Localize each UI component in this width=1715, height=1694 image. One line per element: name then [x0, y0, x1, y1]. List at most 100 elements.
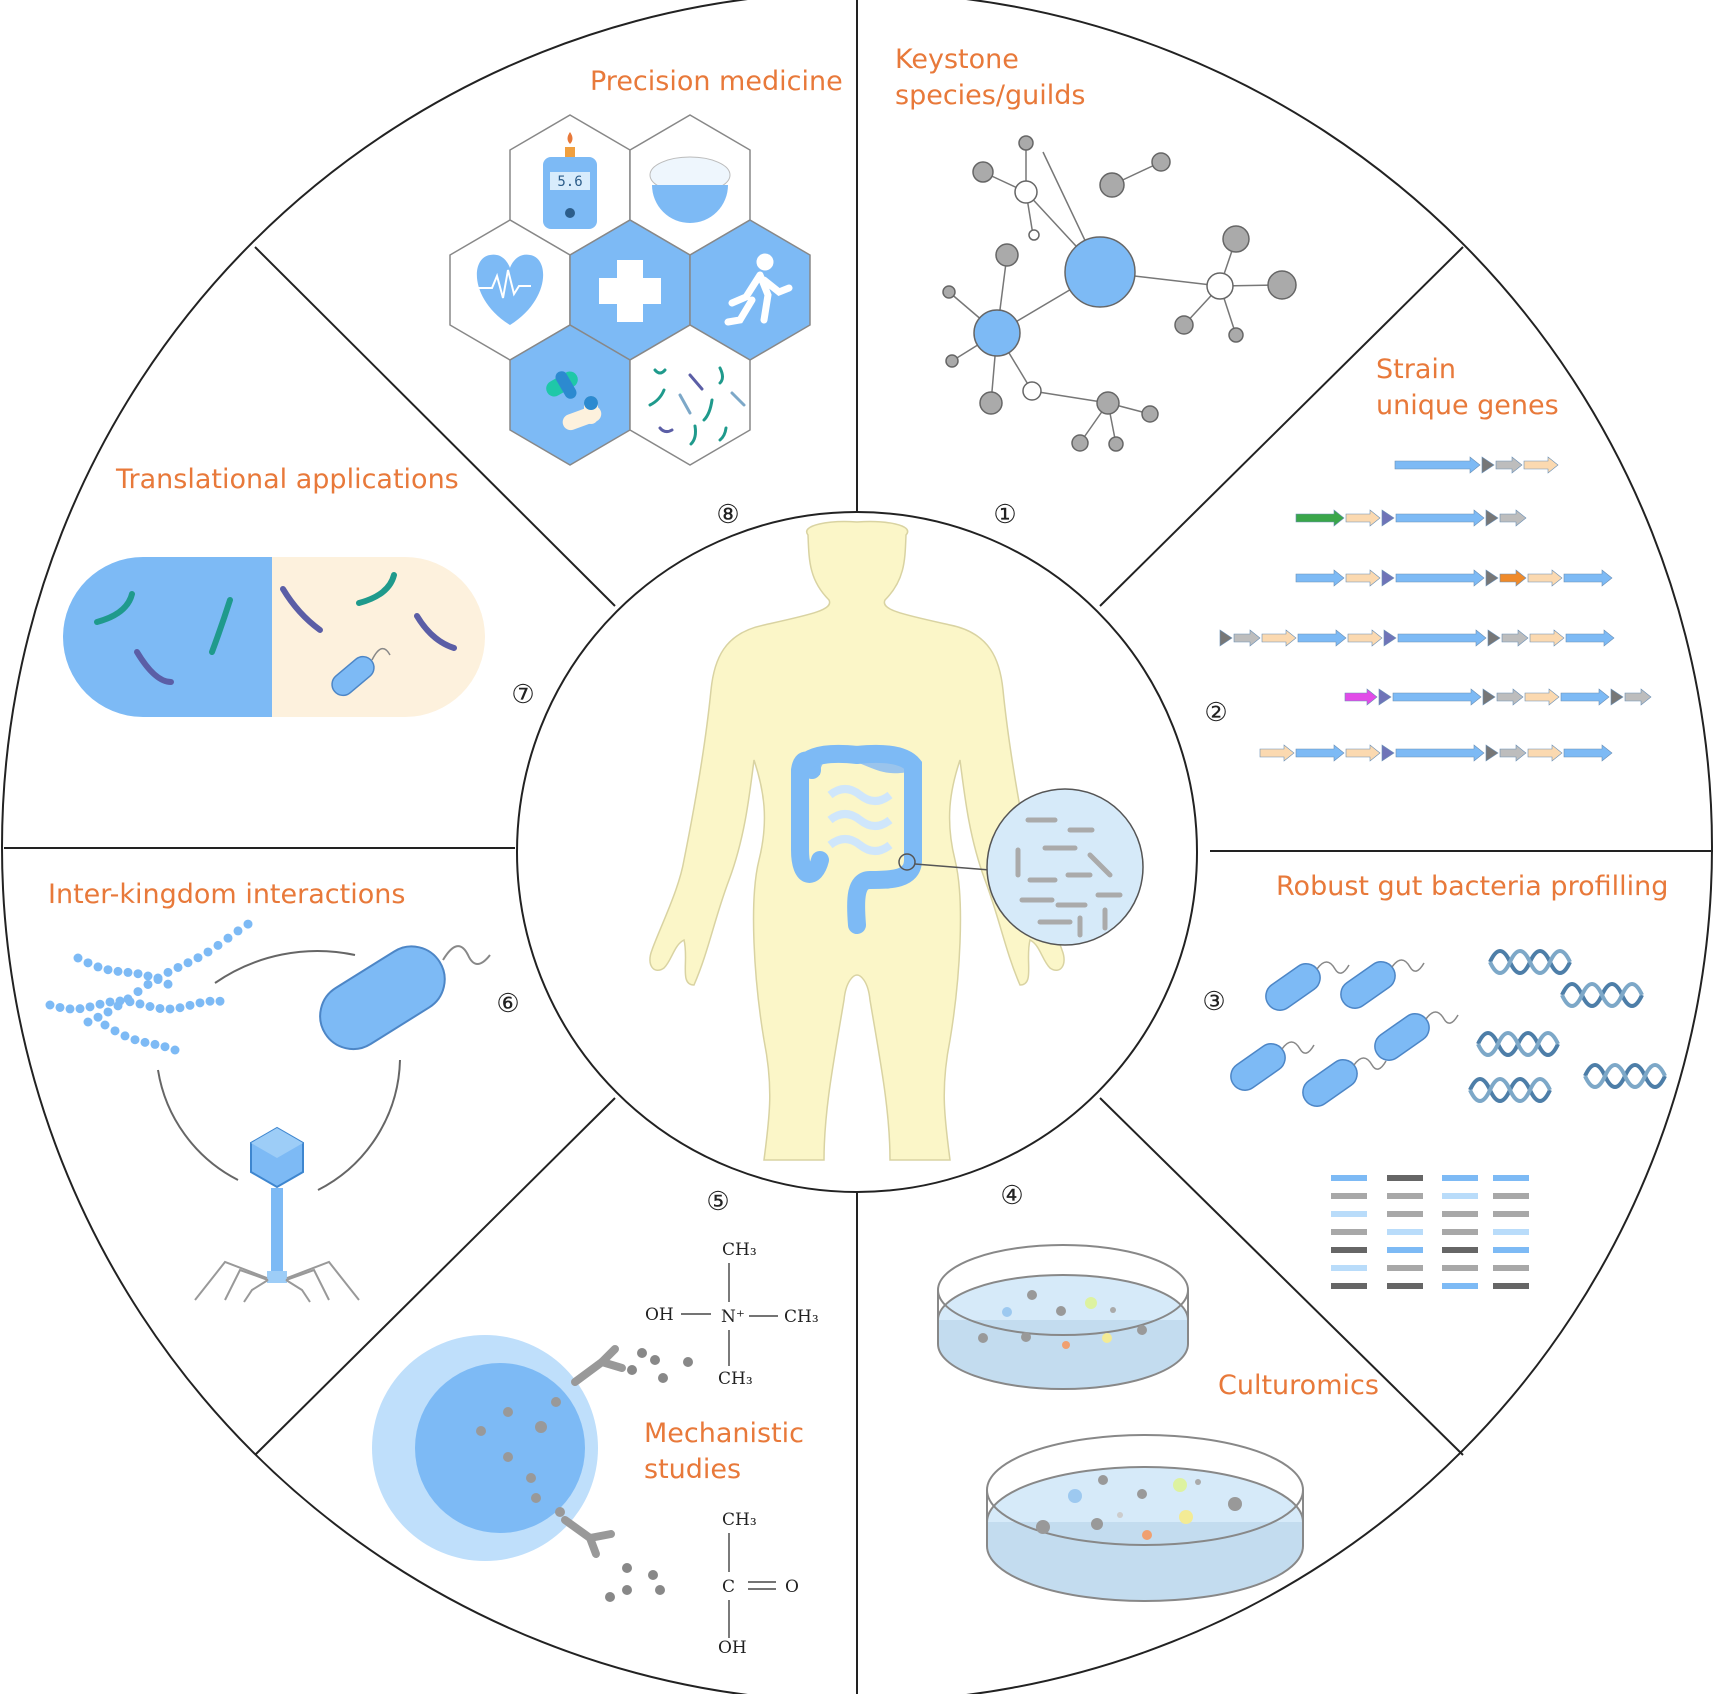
sequencing-band	[1442, 1265, 1478, 1271]
chem-1-top: CH₃	[722, 1240, 757, 1260]
chem-2-center: C	[722, 1577, 735, 1597]
flagellum	[1391, 959, 1425, 972]
gene-arrow	[1485, 744, 1499, 762]
hypha-cell	[103, 1007, 113, 1017]
gene-arrow	[1381, 569, 1395, 587]
number-3: ③	[1202, 987, 1225, 1017]
hypha-cell	[135, 999, 145, 1009]
gene-arrow	[1501, 629, 1529, 647]
section-numbers: ① ② ③ ④ ⑤ ⑥ ⑦ ⑧	[496, 500, 1227, 1217]
metabolite-dots	[605, 1348, 693, 1602]
chem-2-top: CH₃	[722, 1510, 757, 1530]
rice-bowl-icon	[649, 156, 731, 223]
sequencing-band	[1387, 1211, 1423, 1217]
phage-icon	[194, 1126, 360, 1303]
hypha-cell	[95, 999, 105, 1009]
molecule-pyruvate: CH₃ C O OH	[718, 1510, 799, 1658]
hypha-cell	[105, 997, 115, 1007]
hypha-cell	[153, 973, 163, 983]
hypha-cell	[85, 1002, 95, 1012]
hypha-cell	[65, 1004, 75, 1014]
gene-arrow	[1233, 629, 1261, 647]
sequencing-band	[1387, 1265, 1423, 1271]
gene-arrow	[1624, 688, 1652, 706]
number-7: ⑦	[511, 680, 534, 710]
label-mechanistic-line2: studies	[644, 1454, 741, 1485]
gene-arrow	[1345, 569, 1381, 587]
sequencing-band	[1442, 1193, 1478, 1199]
hypha-cell	[113, 966, 123, 976]
gut-icon	[791, 744, 991, 934]
petri-dish-icon	[986, 1434, 1304, 1602]
bacteria-icon	[1374, 1013, 1430, 1061]
hypha-cell	[213, 940, 223, 950]
bacteria-icon	[1340, 961, 1396, 1009]
number-5: ⑤	[706, 1187, 729, 1217]
gene-arrow	[1499, 509, 1527, 527]
sequencing-band	[1331, 1175, 1367, 1181]
hypha-cell	[55, 1002, 65, 1012]
gene-arrow	[1565, 629, 1615, 647]
bacteria-icon	[1265, 963, 1321, 1011]
hypha-cell	[73, 953, 83, 963]
gene-arrow	[1563, 744, 1613, 762]
gene-arrow	[1499, 744, 1527, 762]
hypha-cell	[183, 958, 193, 968]
host-cell	[372, 1335, 598, 1561]
glucose-meter-icon: 5.6	[543, 132, 597, 229]
chem-1-left: OH	[645, 1305, 674, 1325]
hypha-cell	[113, 1001, 123, 1011]
hypha-cell	[133, 969, 143, 979]
hypha-cell	[45, 1000, 55, 1010]
hypha-cell	[83, 958, 93, 968]
gene-arrow	[1295, 744, 1345, 762]
gene-arrow	[1297, 629, 1347, 647]
sequencing-band	[1387, 1229, 1423, 1235]
gene-arrow	[1395, 509, 1485, 527]
hypha-cell	[170, 1045, 180, 1055]
hypha-cell	[83, 1017, 93, 1027]
sequencing-band	[1442, 1247, 1478, 1253]
sequencing-band	[1331, 1265, 1367, 1271]
hypha-cell	[223, 933, 233, 943]
gene-arrow	[1345, 509, 1381, 527]
sequencing-band	[1442, 1283, 1478, 1289]
sequencing-band	[1493, 1265, 1529, 1271]
gene-arrow	[1482, 688, 1496, 706]
gene-arrow	[1347, 629, 1383, 647]
gene-arrow	[1495, 456, 1523, 474]
gene-arrow	[1499, 569, 1527, 587]
hypha-cell	[205, 996, 215, 1006]
gene-arrow	[1397, 629, 1487, 647]
flagellum	[1316, 961, 1350, 974]
gene-arrow	[1487, 629, 1501, 647]
hypha-cell	[145, 1001, 155, 1011]
label-keystone-line2: species/guilds	[895, 80, 1085, 111]
gene-arrow	[1381, 744, 1395, 762]
gene-arrow	[1560, 688, 1610, 706]
sequencing-band	[1442, 1211, 1478, 1217]
gene-arrow	[1295, 509, 1345, 527]
hypha-cell	[150, 1039, 160, 1049]
sequencing-band	[1387, 1247, 1423, 1253]
sequencing-band	[1331, 1283, 1367, 1289]
hypha-cell	[75, 1004, 85, 1014]
sequencing-band	[1442, 1175, 1478, 1181]
label-interkingdom: Inter-kingdom interactions	[48, 879, 405, 910]
gene-arrow	[1378, 688, 1392, 706]
hypha-cell	[110, 1026, 120, 1036]
section-dividers	[4, 0, 1713, 1694]
gene-arrow	[1381, 509, 1395, 527]
sequencing-band	[1493, 1283, 1529, 1289]
hypha-cell	[123, 967, 133, 977]
chem-2-bottom: OH	[718, 1638, 747, 1658]
number-6: ⑥	[496, 989, 519, 1019]
gene-arrow	[1527, 569, 1563, 587]
gene-arrow	[1259, 744, 1295, 762]
gene-arrow	[1383, 629, 1397, 647]
label-keystone-line1: Keystone	[895, 44, 1019, 75]
hypha-cell	[203, 947, 213, 957]
chem-2-right: O	[785, 1577, 799, 1597]
hypha-cell	[100, 1020, 110, 1030]
